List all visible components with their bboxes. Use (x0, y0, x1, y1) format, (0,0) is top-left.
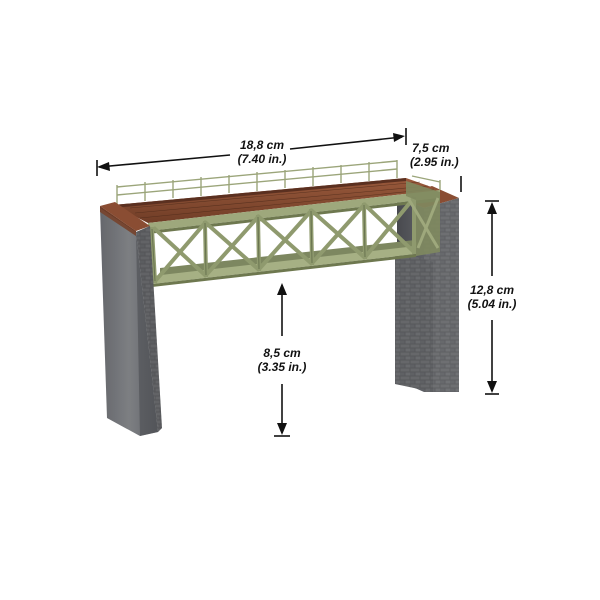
left-abutment (100, 202, 162, 436)
railing (116, 160, 441, 204)
truss-bridge (113, 160, 441, 287)
clearance-imperial-label: (3.35 in.) (258, 360, 307, 374)
dimension-height: 12,8 cm (5.04 in.) (468, 200, 517, 395)
height-imperial-label: (5.04 in.) (468, 297, 517, 311)
width-imperial-label: (2.95 in.) (410, 155, 459, 169)
clearance-metric-label: 8,5 cm (263, 346, 301, 360)
dimension-clearance: 8,5 cm (3.35 in.) (258, 283, 307, 437)
height-metric-label: 12,8 cm (470, 283, 514, 297)
deck-walkway (129, 181, 435, 219)
length-imperial-label: (7.40 in.) (238, 152, 287, 166)
width-metric-label: 7,5 cm (412, 141, 450, 155)
dimension-length: 18,8 cm (7.40 in.) (96, 128, 407, 176)
dimension-width: 7,5 cm (2.95 in.) (410, 141, 462, 192)
length-metric-label: 18,8 cm (240, 138, 284, 152)
